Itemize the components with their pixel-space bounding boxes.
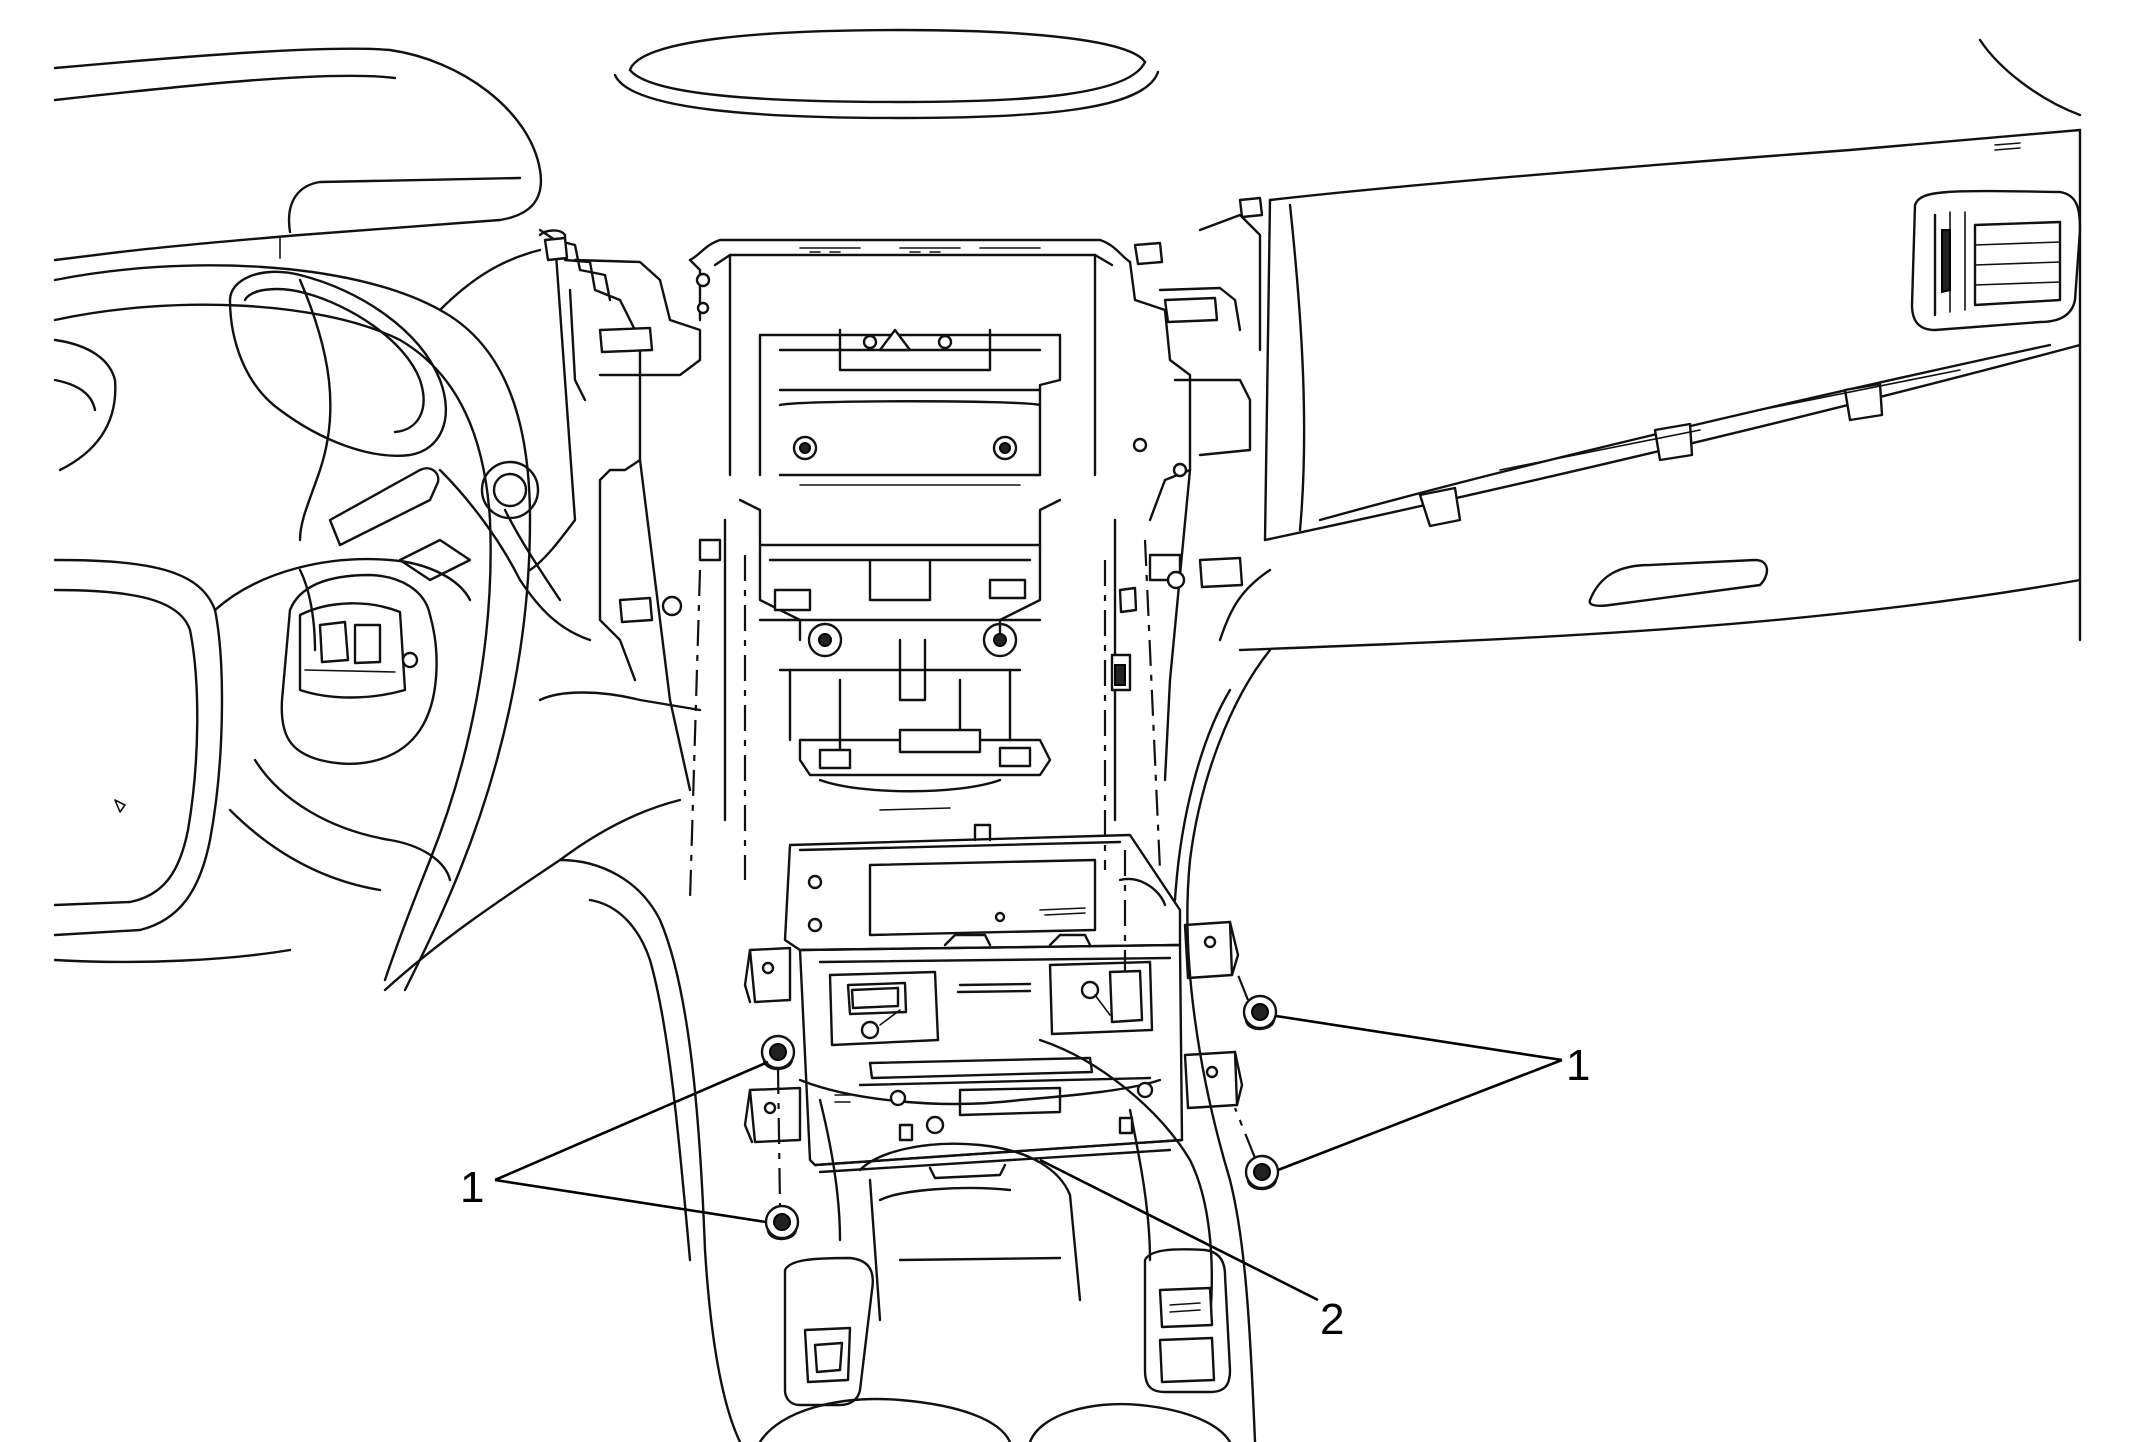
alignment-lines — [688, 539, 1162, 1010]
dash-speaker-grille — [613, 28, 1160, 120]
passenger-dashboard — [1218, 38, 2082, 652]
bolts — [760, 974, 1280, 1241]
steering-wheel — [53, 264, 532, 992]
leader-lines — [494, 1014, 1563, 1302]
instrument-cluster — [53, 270, 472, 582]
bolt-upper-right — [1242, 994, 1278, 1031]
bolt-upper-left — [760, 1034, 796, 1071]
bolt-lower-left — [764, 1204, 800, 1241]
driver-side-dash-panel — [383, 228, 702, 992]
callout-bolt-right: 1 — [1566, 1041, 1590, 1090]
center-console — [558, 648, 1272, 1442]
callout-bolt-left: 1 — [460, 1163, 484, 1212]
callout-radio: 2 — [1320, 1295, 1344, 1344]
instrument-cluster-hood — [53, 47, 543, 262]
center-stack-bezel-opening — [538, 196, 1264, 822]
bolt-lower-right — [1244, 1154, 1280, 1191]
radio-receiver-unit — [743, 823, 1244, 1180]
